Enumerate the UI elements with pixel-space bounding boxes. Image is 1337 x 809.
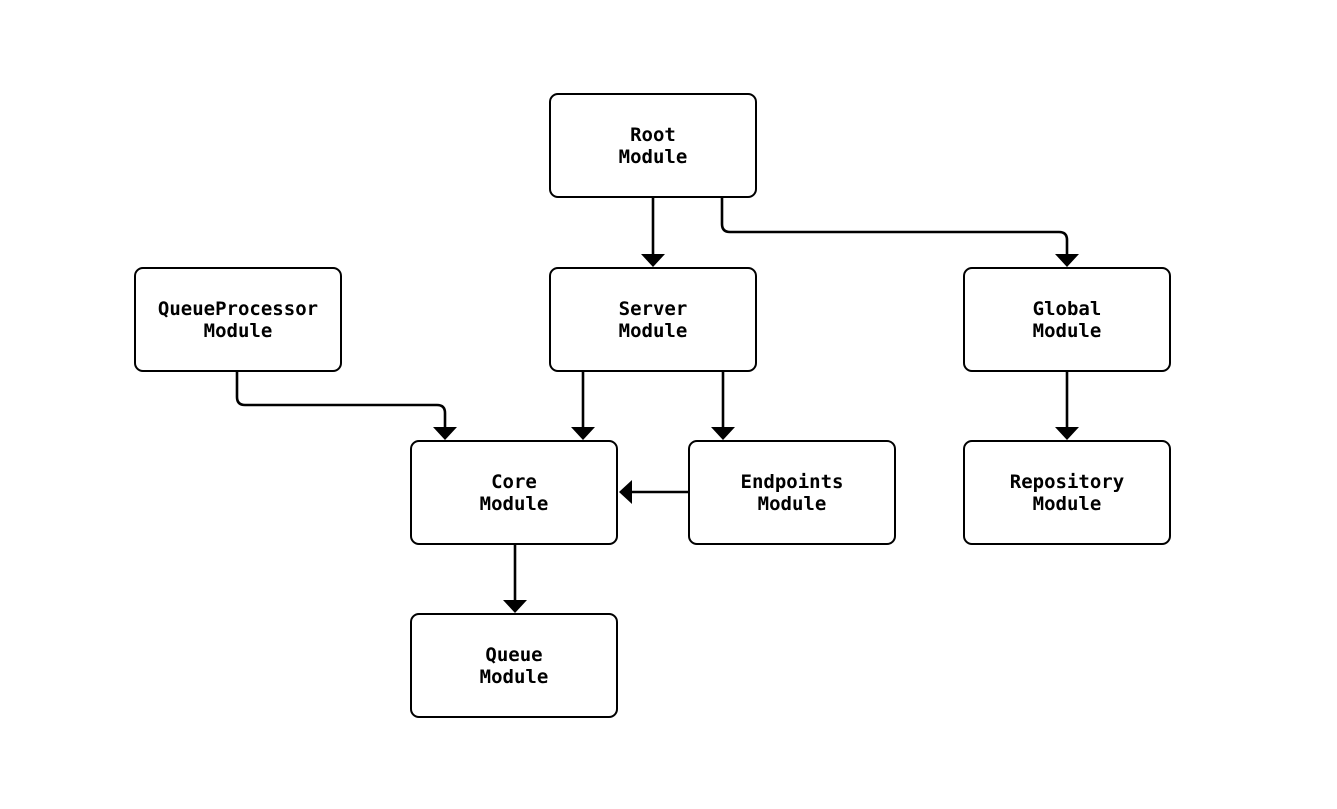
node-label-line2: Module [203,319,273,342]
node-label-line2: Module [757,492,827,515]
edge-root-to-global [720,198,1079,267]
node-label-line2: Module [479,665,549,688]
arrowhead-down-icon [1055,427,1079,440]
arrowhead-down-icon [571,427,595,440]
edge-server-to-core [571,372,595,440]
node-label-line1: Server [618,297,688,320]
edge-core-to-queue [503,545,527,613]
node-global-module: Global Module [963,267,1171,372]
arrowhead-down-icon [711,427,735,440]
node-queueprocessor-module: QueueProcessor Module [134,267,342,372]
edge-queueprocessor-to-core [235,372,457,440]
node-core-module: Core Module [410,440,618,545]
arrowhead-down-icon [433,427,457,440]
node-queue-module: Queue Module [410,613,618,718]
edge-endpoints-to-core [619,480,688,504]
arrowhead-down-icon [641,254,665,267]
node-label-line2: Module [479,492,549,515]
node-label-line1: Root [630,123,676,146]
node-label-line1: Global [1032,297,1102,320]
node-label-line2: Module [618,319,688,342]
node-label-line2: Module [1032,492,1102,515]
node-label-line2: Module [618,145,688,168]
node-label-line1: Repository [1009,470,1125,493]
node-label-line1: Core [491,470,537,493]
node-repository-module: Repository Module [963,440,1171,545]
arrowhead-down-icon [503,600,527,613]
node-label-line1: QueueProcessor [157,297,319,320]
node-server-module: Server Module [549,267,757,372]
arrowhead-down-icon [1055,254,1079,267]
arrowhead-left-icon [619,480,632,504]
node-label-line1: Queue [485,643,543,666]
node-root-module: Root Module [549,93,757,198]
node-endpoints-module: Endpoints Module [688,440,896,545]
edge-server-to-endpoints [711,372,735,440]
node-label-line1: Endpoints [740,470,844,493]
edge-root-to-server [641,198,665,267]
node-label-line2: Module [1032,319,1102,342]
edge-global-to-repository [1055,372,1079,440]
